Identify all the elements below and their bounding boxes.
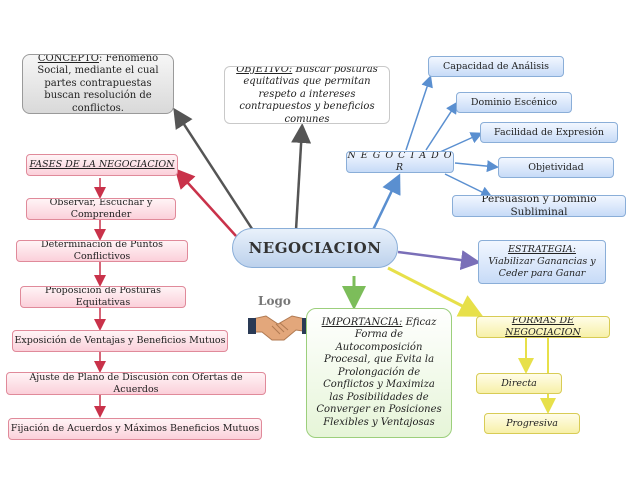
formas-label: FORMAS DE NEGOCIACION [505, 316, 581, 338]
formas-header: FORMAS DE NEGOCIACION [476, 316, 610, 338]
link-facilidad [439, 132, 483, 153]
objetivo-box: OBJETIVO: Buscar posturas equitativas qu… [224, 66, 390, 124]
concepto-label: CONCEPTO [37, 54, 99, 64]
fase-step-label: Ajuste de Plano de Discusión con Ofertas… [29, 372, 243, 395]
logo-label: Logo [258, 294, 291, 308]
negociador-item-label: Capacidad de Análisis [442, 60, 550, 72]
objetivo-text: Buscar posturas equitativas que permitan… [239, 66, 378, 124]
objetivo-label: OBJETIVO: [236, 66, 293, 75]
formas-item-label: Directa [501, 377, 537, 389]
link-persuasion [444, 173, 493, 198]
fases-header: FASES DE LA NEGOCIACION [26, 154, 178, 176]
negociador-item: Capacidad de Análisis [428, 56, 564, 77]
concepto-box: CONCEPTO: Fenómeno Social, mediante el c… [22, 54, 174, 114]
center-label: NEGOCIACION [248, 238, 382, 257]
negociador-item-label: Objetividad [528, 161, 584, 173]
center-node: NEGOCIACION [232, 228, 398, 268]
fase-step: Determinación de Puntos Conflictivos [16, 240, 188, 262]
handshake-icon [248, 315, 310, 341]
fase-step-label: Exposición de Ventajas y Beneficios Mutu… [14, 335, 226, 347]
importancia-text: Eficaz Forma de Autocomposición Procesal… [316, 316, 442, 428]
importancia-box: IMPORTANCIA: Eficaz Forma de Autocomposi… [306, 308, 452, 438]
formas-item-label: Progresiva [506, 417, 558, 429]
negociador-item: Dominio Escénico [456, 92, 572, 113]
negociador-header: N E G O C I A D O R [346, 151, 454, 173]
link-negociador [370, 173, 401, 233]
estrategia-box: ESTRATEGIA: Viabilizar Ganancias y Ceder… [478, 240, 606, 284]
link-formas [387, 266, 484, 317]
link-concepto [173, 107, 260, 239]
estrategia-text: Viabilizar Ganancias y Ceder para Ganar [488, 256, 596, 279]
negociador-label: N E G O C I A D O R [347, 151, 453, 173]
link-objetividad [454, 160, 499, 173]
negociador-item: Persuasión y Dominio Subliminal [452, 195, 626, 217]
importancia-label: IMPORTANCIA: [321, 316, 403, 328]
negociador-item-label: Dominio Escénico [470, 96, 558, 108]
fase-step-label: Fijación de Acuerdos y Máximos Beneficio… [10, 423, 260, 435]
estrategia-label: ESTRATEGIA: [508, 244, 576, 256]
negociador-item: Objetividad [498, 157, 614, 178]
negociador-item-label: Persuasión y Dominio Subliminal [481, 195, 597, 217]
fase-step: Fijación de Acuerdos y Máximos Beneficio… [8, 418, 262, 440]
fase-step-label: Proposición de Posturas Equitativas [45, 286, 161, 308]
fase-step-label: Observar, Escuchar y Comprender [49, 198, 153, 220]
fase-step-label: Determinación de Puntos Conflictivos [40, 240, 164, 262]
formas-item: Progresiva [484, 413, 580, 434]
negociador-item: Facilidad de Expresión [480, 122, 618, 143]
fase-step: Proposición de Posturas Equitativas [20, 286, 186, 308]
link-capacidad [405, 75, 433, 151]
link-fases [174, 168, 237, 237]
fase-step: Observar, Escuchar y Comprender [26, 198, 176, 220]
formas-item: Directa [476, 373, 562, 394]
fases-label: FASES DE LA NEGOCIACION [29, 159, 175, 171]
link-estrategia [397, 250, 481, 271]
negociador-item-label: Facilidad de Expresión [494, 126, 604, 138]
link-objetivo [291, 123, 312, 231]
concepto-text: : Fenómeno Social, mediante el cual part… [37, 54, 159, 114]
fase-step: Ajuste de Plano de Discusión con Ofertas… [6, 372, 266, 395]
link-dominio [425, 101, 458, 151]
fase-step: Exposición de Ventajas y Beneficios Mutu… [12, 330, 228, 352]
